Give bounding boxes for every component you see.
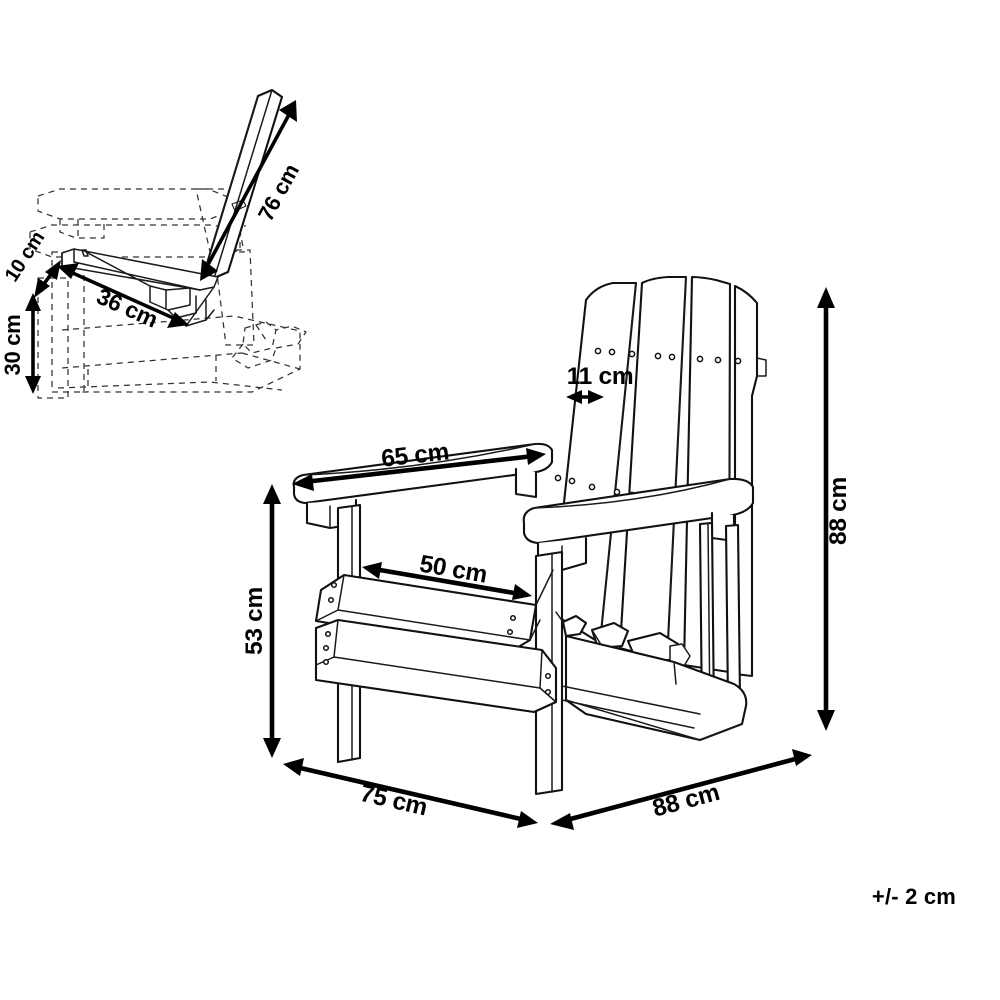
dim-10cm <box>34 260 61 298</box>
right-armrest <box>522 477 755 796</box>
backrest-lower-support <box>555 611 601 644</box>
dim-30cm <box>25 293 41 394</box>
dim-label-88cm-vertical: 88 cm <box>825 477 852 545</box>
dim-53cm <box>263 484 281 758</box>
dim-75cm <box>283 758 538 828</box>
dim-88cm-vertical <box>817 287 835 731</box>
dim-65cm <box>292 448 546 491</box>
dim-label-30cm: 30 cm <box>0 315 25 376</box>
tolerance-note: +/- 2 cm <box>872 884 956 909</box>
dim-36cm <box>57 263 189 328</box>
main-chair-drawing <box>292 275 767 796</box>
dim-50cm <box>362 562 532 600</box>
dim-label-53cm: 53 cm <box>241 587 268 655</box>
dim-label-11cm: 11 cm <box>567 363 634 390</box>
footrest <box>561 614 748 742</box>
dim-88cm-diagonal <box>550 749 812 830</box>
dim-76cm <box>200 100 297 281</box>
dim-11cm <box>566 390 604 404</box>
seat-planks <box>314 569 558 714</box>
